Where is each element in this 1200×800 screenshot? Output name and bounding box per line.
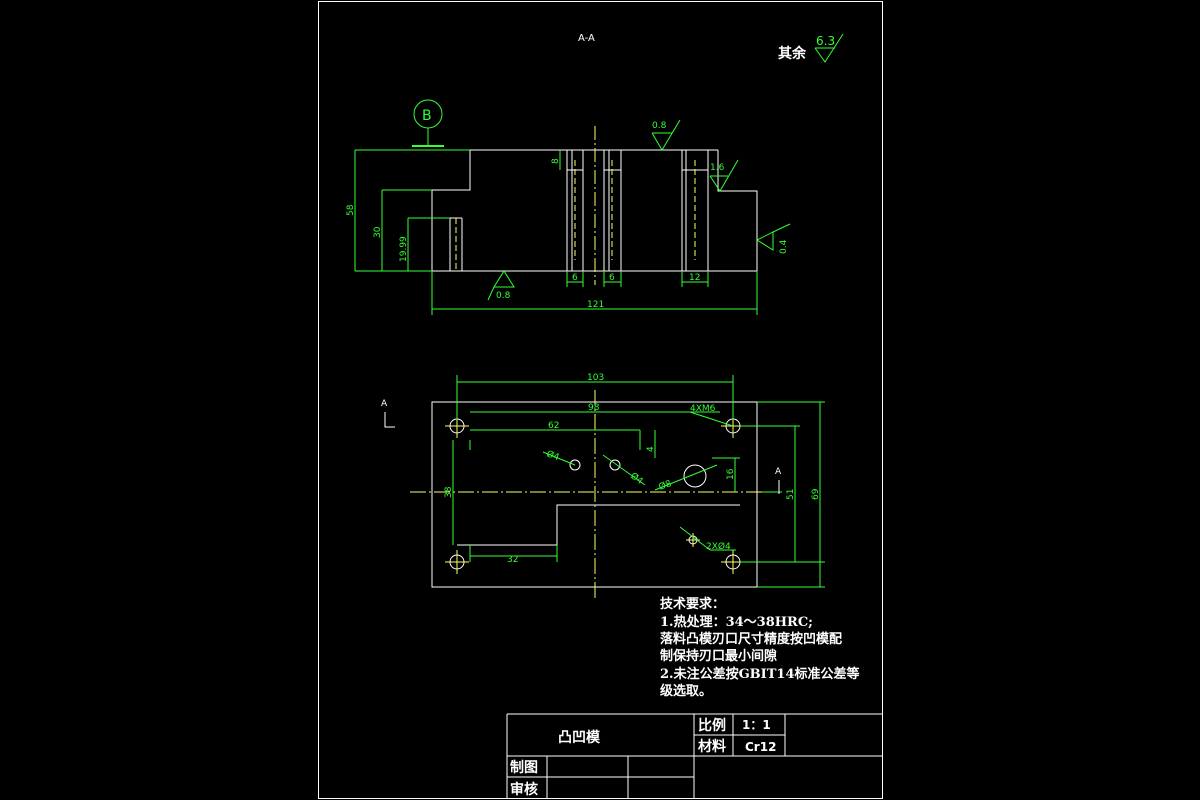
notes-line-4: 2.未注公差按GBIT14标准公差等 (660, 666, 860, 682)
notes-line-1: 1.热处理：34～38HRC; (660, 614, 813, 630)
dim-width-62: 62 (548, 421, 559, 431)
section-label: A-A (578, 33, 595, 44)
roughness-rest: 其余 6.3 (778, 33, 844, 63)
plan-step-line (457, 504, 740, 546)
notes-line-3: 制保持刃口最小间隙 (660, 648, 777, 664)
dim-holes-2xd4: 2XØ4 (706, 541, 731, 552)
drawing-frame (318, 1, 883, 799)
notes-heading: 技术要求： (660, 596, 725, 612)
checked-by-label: 审核 (510, 781, 538, 798)
roughness-step (709, 159, 739, 192)
roughness-top (651, 119, 681, 151)
roughness-right-value: 0.4 (779, 239, 789, 254)
datum-b-label: B (422, 108, 432, 124)
roughness-right (755, 223, 791, 251)
material-value: Cr12 (745, 740, 776, 754)
dim-width-32: 32 (507, 555, 518, 565)
dim-height-19-99: 19.99 (399, 236, 409, 262)
material-label: 材料 (698, 738, 726, 755)
dim-holes-4xm6: 4XM6 (690, 404, 716, 414)
roughness-rest-label: 其余 (778, 45, 807, 62)
dim-height-69: 69 (811, 488, 821, 500)
notes-line-5: 级选取。 (660, 683, 712, 699)
dim-diameter-4-a: Ø4 (545, 448, 561, 463)
part-name: 凸凹模 (558, 729, 601, 746)
roughness-rest-value: 6.3 (816, 34, 835, 48)
roughness-step-value: 1.6 (710, 163, 725, 173)
dim-top-8: 8 (551, 158, 561, 164)
datum-b-symbol: B (412, 99, 444, 147)
dim-width-6-left: 6 (572, 273, 578, 283)
roughness-bottom (487, 270, 515, 301)
side-view: 58 30 19.99 8 6 6 12 121 0.8 1.6 0.4 0.8 (346, 119, 791, 315)
dim-width-98: 98 (588, 403, 600, 413)
section-marker-left-label: A (381, 399, 388, 409)
dim-height-30: 30 (373, 226, 383, 238)
title-block (506, 713, 882, 798)
dim-width-12: 12 (689, 273, 700, 283)
dim-length-121: 121 (587, 300, 604, 310)
drawn-by-label: 制图 (510, 759, 538, 776)
dim-height-38: 38 (444, 486, 454, 498)
dim-height-58: 58 (346, 204, 356, 216)
section-marker-right-label: A (775, 467, 782, 477)
roughness-top-value: 0.8 (652, 121, 667, 131)
section-marker-right: A (775, 467, 782, 494)
dim-diameter-8: Ø8 (657, 478, 673, 493)
plan-view: 103 98 62 32 4 16 38 51 69 Ø4 Ø4 Ø8 4XM6… (381, 373, 825, 598)
section-marker-left: A (381, 399, 395, 428)
scale-label: 比例 (698, 717, 726, 734)
dim-width-6-right: 6 (609, 273, 615, 283)
roughness-bottom-value: 0.8 (496, 291, 511, 301)
dim-width-103: 103 (587, 373, 604, 383)
technical-notes: 技术要求： 1.热处理：34～38HRC; 落料凸模刃口尺寸精度按凹模配 制保持… (660, 596, 860, 699)
notes-line-2: 落料凸模刃口尺寸精度按凹模配 (660, 631, 842, 647)
scale-value: 1：1 (742, 718, 771, 732)
dim-height-51: 51 (786, 489, 796, 500)
dim-height-16: 16 (726, 468, 736, 480)
dim-height-4: 4 (646, 446, 656, 452)
